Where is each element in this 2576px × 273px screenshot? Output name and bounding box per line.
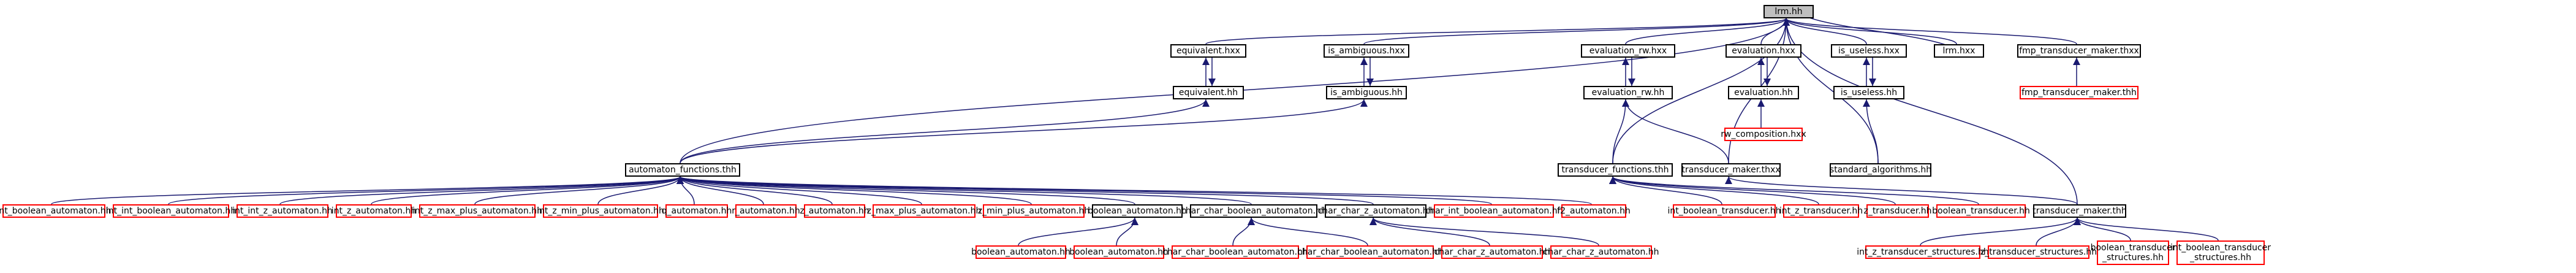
edge-54 xyxy=(2074,217,2219,241)
node-boolean-transducer-hh[interactable]: boolean_transducer.hh xyxy=(1932,204,2030,218)
edge-47 xyxy=(1232,217,1255,246)
edge-2 xyxy=(1625,18,1790,45)
edge-44 xyxy=(676,176,1592,205)
node-rw-composition-hxx[interactable]: rw_composition.hxx xyxy=(1721,128,1806,141)
node-is-ambiguous-hh[interactable]: is_ambiguous.hh xyxy=(1326,86,1407,99)
edge-25 xyxy=(1609,176,1722,205)
edge-5 xyxy=(1782,18,1957,45)
node-lrm-hxx[interactable]: lrm.hxx xyxy=(1934,44,1984,58)
node-int-z-transducer-hh[interactable]: int_z_transducer.hh xyxy=(1779,204,1863,218)
edge-46 xyxy=(1116,217,1138,246)
node-q-automaton-hh[interactable]: q_automaton.hh xyxy=(662,204,732,218)
node-z-transducer-hh[interactable]: z_transducer.hh xyxy=(1863,204,1932,218)
node-is-ambiguous-hxx[interactable]: is_ambiguous.hxx xyxy=(1324,44,1409,58)
node-int-int-z-automaton-hh[interactable]: int_int_z_automaton.hh xyxy=(232,204,333,218)
edge-45 xyxy=(1018,217,1138,246)
node-char-char-z-automaton-hh[interactable]: char_char_z_automaton.hh xyxy=(1318,204,1434,218)
edge-40 xyxy=(676,176,1135,205)
node-char-char-boolean-automaton-hh-a[interactable]: char_char_boolean_automaton.hh xyxy=(1162,245,1308,259)
edge-50 xyxy=(1369,217,1599,246)
edge-6 xyxy=(1782,18,2077,45)
node-int-z-min-plus-automaton-hh[interactable]: int_z_min_plus_automaton.hh xyxy=(537,204,664,218)
edge-48 xyxy=(1248,217,1368,246)
edge-37 xyxy=(676,176,833,205)
node-char-char-z-automaton-hh-a[interactable]: char_char_z_automaton.hh xyxy=(1434,245,1550,259)
edge-1 xyxy=(1363,18,1790,45)
edge-18 xyxy=(680,99,1210,164)
node-boolean-automaton-hh-a[interactable]: boolean_automaton.hh xyxy=(971,245,1070,259)
edge-31 xyxy=(279,176,684,205)
node-int-z-transducer-structures-hh[interactable]: int_z_transducer_structures.hh xyxy=(1857,245,1989,259)
node-transducer-functions-thh[interactable]: transducer_functions.thh xyxy=(1558,163,1673,177)
edge-51 xyxy=(1920,217,2081,246)
edge-24 xyxy=(1725,176,2078,205)
edge-28 xyxy=(1609,176,1979,205)
node-int-boolean-transducer-hh[interactable]: int_boolean_transducer.hh xyxy=(1668,204,1781,218)
node-is-useless-hh[interactable]: is_useless.hh xyxy=(1833,86,1904,99)
node-z-automaton-hh[interactable]: z_automaton.hh xyxy=(800,204,869,218)
node-boolean-automaton-hh[interactable]: boolean_automaton.hh xyxy=(1088,204,1187,218)
node-lrm-hh[interactable]: lrm.hh xyxy=(1763,5,1814,18)
node-int-boolean-automaton-hh[interactable]: int_boolean_automaton.hh xyxy=(0,204,112,218)
node-standard-algorithms-hh[interactable]: standard_algorithms.hh xyxy=(1830,163,1931,177)
edge-23 xyxy=(1863,99,1879,164)
edge-26 xyxy=(1609,176,1819,205)
node-evaluation-hxx[interactable]: evaluation.hxx xyxy=(1726,44,1801,58)
edge-49 xyxy=(1369,217,1490,246)
node-automaton-functions-thh[interactable]: automaton_functions.thh xyxy=(625,163,740,177)
edge-27 xyxy=(1609,176,1896,205)
node-fmp-transducer-maker-thh[interactable]: fmp_transducer_maker.thh xyxy=(2020,86,2138,99)
node-char-char-boolean-automaton-hh-b[interactable]: char_char_boolean_automaton.hh xyxy=(1297,245,1443,259)
edge-30 xyxy=(168,176,684,205)
node-char-char-z-automaton-hh-b[interactable]: char_char_z_automaton.hh xyxy=(1544,245,1659,259)
node-char-int-boolean-automaton-hh[interactable]: char_int_boolean_automaton.hh xyxy=(1425,204,1563,218)
node-transducer-maker-thxx[interactable]: transducer_maker.thxx xyxy=(1681,163,1781,177)
edge-39 xyxy=(676,176,1032,205)
node-int-z-automaton-hh[interactable]: int_z_automaton.hh xyxy=(331,204,416,218)
edge-19 xyxy=(680,99,1368,164)
node-equivalent-hh[interactable]: equivalent.hh xyxy=(1173,86,1244,99)
node-int-boolean-transducer-structures-hh[interactable]: int_boolean_transducer _structures.hh xyxy=(2170,240,2271,265)
node-char-char-boolean-automaton-hh[interactable]: char_char_boolean_automaton.hh xyxy=(1181,204,1327,218)
edge-41 xyxy=(676,176,1252,205)
edge-32 xyxy=(371,176,684,205)
node-evaluation-rw-hxx[interactable]: evaluation_rw.hxx xyxy=(1581,44,1675,58)
node-z-transducer-structures-hh[interactable]: z_transducer_structures.hh xyxy=(1980,245,2097,259)
edge-11 xyxy=(1782,18,2078,205)
node-int-z-max-plus-automaton-hh[interactable]: int_z_max_plus_automaton.hh xyxy=(412,204,542,218)
node-f2-automaton-hh[interactable]: f2_automaton.hh xyxy=(1557,204,1631,218)
edge-10 xyxy=(1782,18,1879,164)
node-evaluation-rw-hh[interactable]: evaluation_rw.hh xyxy=(1583,86,1673,99)
edge-20 xyxy=(1612,99,1629,164)
node-z-max-plus-automaton-hh[interactable]: z_max_plus_automaton.hh xyxy=(867,204,981,218)
node-r-automaton-hh[interactable]: r_automaton.hh xyxy=(732,204,800,218)
node-boolean-transducer-structures-hh[interactable]: boolean_transducer _structures.hh xyxy=(2091,240,2175,265)
node-boolean-automaton-hh-b[interactable]: boolean_automaton.hh xyxy=(1069,245,1169,259)
node-transducer-maker-thh[interactable]: transducer_maker.thh xyxy=(2032,204,2127,218)
edge-42 xyxy=(676,176,1374,205)
node-evaluation-hh[interactable]: evaluation.hh xyxy=(1728,86,1799,99)
node-equivalent-hxx[interactable]: equivalent.hxx xyxy=(1170,44,1246,58)
node-fmp-transducer-maker-thxx[interactable]: fmp_transducer_maker.thxx xyxy=(2017,44,2141,58)
edge-33 xyxy=(474,176,684,205)
node-is-useless-hxx[interactable]: is_useless.hxx xyxy=(1831,44,1907,58)
node-int-int-boolean-automaton-hh[interactable]: int_int_boolean_automaton.hh xyxy=(106,204,236,218)
edge-29 xyxy=(51,176,684,205)
edge-0 xyxy=(1205,18,1790,45)
node-z-min-plus-automaton-hh[interactable]: z_min_plus_automaton.hh xyxy=(978,204,1089,218)
edge-38 xyxy=(676,176,922,205)
edge-21 xyxy=(1622,99,1729,164)
edge-53 xyxy=(2074,217,2131,241)
